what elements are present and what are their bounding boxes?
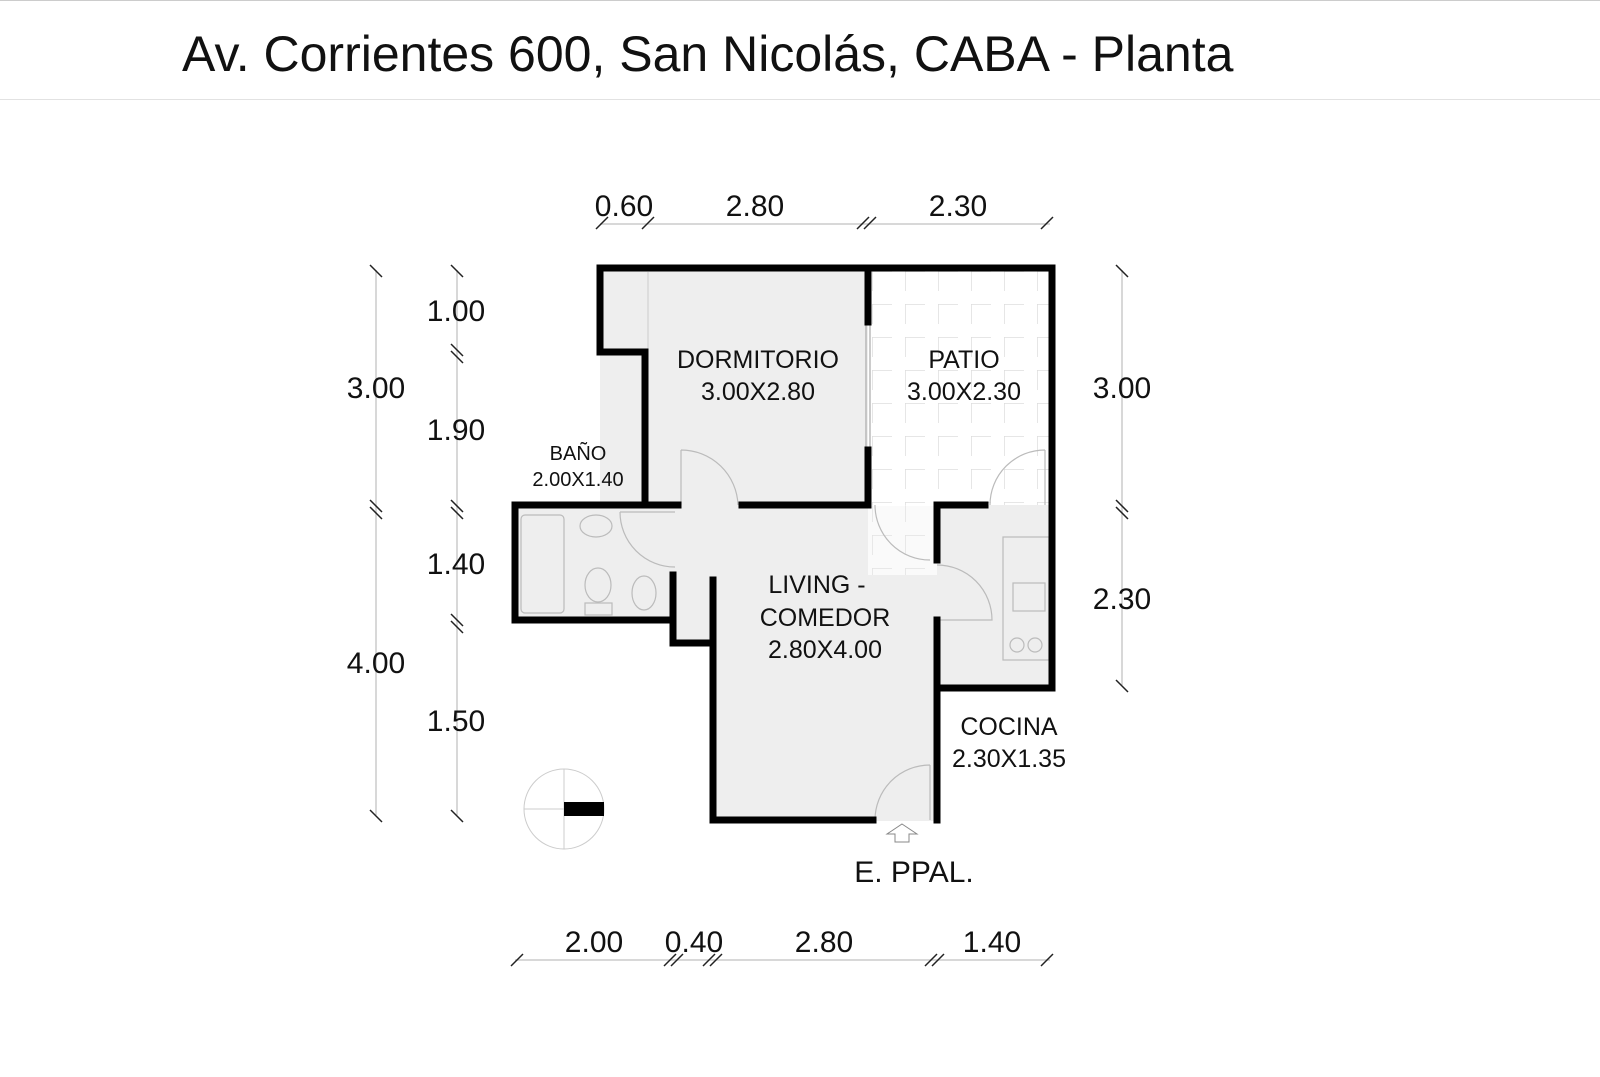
sink-icon (579, 514, 613, 538)
room-dormitorio-size: 3.00X2.80 (701, 378, 815, 406)
dim-top-1: 0.60 (595, 190, 653, 223)
entrance-arrow-icon (885, 823, 919, 843)
dim-right-1: 3.00 (1093, 372, 1151, 405)
room-patio-name: PATIO (928, 346, 999, 374)
page-title: Av. Corrientes 600, San Nicolás, CABA - … (182, 26, 1234, 82)
door-entrance (874, 764, 931, 821)
door-patio-kitchen (989, 449, 1046, 506)
bathtub-icon (520, 514, 565, 614)
room-patio-size: 3.00X2.30 (907, 378, 1021, 406)
dim-bottom-1: 2.00 (565, 926, 623, 959)
entrance-label: E. PPAL. (854, 856, 974, 889)
dim-top-2: 2.80 (726, 190, 784, 223)
dimension-lines (369, 216, 1129, 967)
room-living-size: 2.80X4.00 (768, 636, 882, 664)
door-cocina (936, 564, 993, 621)
bidet-icon (631, 575, 657, 611)
fixtures (520, 322, 1050, 821)
dim-left-inner-4: 1.50 (427, 705, 485, 738)
room-living-name1: LIVING - (768, 571, 865, 599)
kitchen-sink-icon (1012, 582, 1046, 612)
dim-left-outer-1: 3.00 (347, 372, 405, 405)
dimension-labels: 0.60 2.80 2.30 2.00 0.40 2.80 1.40 3.00 … (347, 190, 1151, 959)
window (865, 322, 871, 450)
dim-right-2: 2.30 (1093, 583, 1151, 616)
walls (511, 264, 1056, 824)
toilet-icon (584, 567, 612, 603)
dim-left-inner-2: 1.90 (427, 414, 485, 447)
north-arrow-icon (523, 768, 605, 850)
dim-left-inner-3: 1.40 (427, 548, 485, 581)
room-cocina-size: 2.30X1.35 (952, 745, 1066, 773)
dim-bottom-3: 2.80 (795, 926, 853, 959)
room-labels: DORMITORIO 3.00X2.80 PATIO 3.00X2.30 BAÑ… (532, 346, 1066, 889)
dim-left-outer-2: 4.00 (347, 647, 405, 680)
dim-bottom-2: 0.40 (665, 926, 723, 959)
room-bano-size: 2.00X1.40 (532, 469, 623, 491)
door-dormitorio (680, 449, 739, 506)
dim-top-3: 2.30 (929, 190, 987, 223)
room-cocina-name: COCINA (960, 713, 1058, 741)
door-patio (874, 504, 931, 561)
dim-bottom-4: 1.40 (963, 926, 1021, 959)
room-dormitorio-name: DORMITORIO (677, 346, 839, 374)
header: Av. Corrientes 600, San Nicolás, CABA - … (0, 0, 1600, 100)
stove-burner-icon (1009, 637, 1025, 653)
room-bano-name: BAÑO (550, 441, 607, 465)
dim-left-inner-1: 1.00 (427, 295, 485, 328)
door-bano (619, 511, 676, 568)
room-living-name2: COMEDOR (760, 604, 891, 632)
